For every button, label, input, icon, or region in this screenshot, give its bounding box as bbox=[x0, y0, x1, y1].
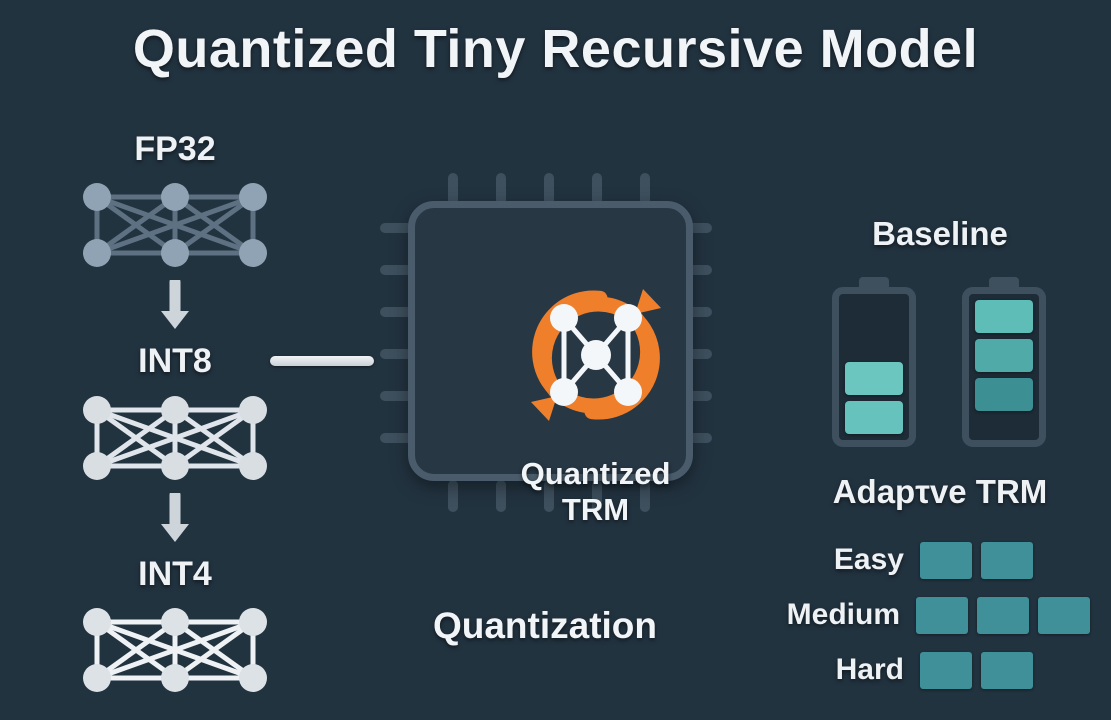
difficulty-label-medium: Medium bbox=[786, 598, 900, 631]
network-graph-int8 bbox=[75, 388, 275, 488]
chip-module: Quantized TRM bbox=[370, 165, 720, 555]
chip-pin-right bbox=[680, 391, 712, 401]
battery-cap bbox=[989, 277, 1019, 289]
chip-pin-left bbox=[380, 307, 412, 317]
baseline-battery bbox=[832, 277, 916, 447]
chip-body: Quantized TRM bbox=[408, 201, 693, 527]
difficulty-row-hard: Hard bbox=[760, 650, 1090, 690]
neural-network-icon bbox=[83, 183, 267, 267]
down-arrow-icon-int8-int4 bbox=[60, 493, 290, 545]
chip-pin-left bbox=[380, 433, 412, 443]
chip-pin-top bbox=[640, 173, 650, 205]
battery-cap bbox=[859, 277, 889, 289]
neural-network-icon bbox=[83, 396, 267, 480]
chip-pin-bottom bbox=[592, 480, 602, 512]
battery-cell bbox=[975, 378, 1033, 411]
baseline-label: Baseline bbox=[872, 215, 1008, 252]
difficulty-blocks-easy bbox=[920, 541, 1033, 579]
battery-cell bbox=[845, 401, 903, 434]
network-graph-int4 bbox=[75, 600, 275, 700]
chip-pin-bottom bbox=[496, 480, 506, 512]
difficulty-label-easy: Easy bbox=[833, 543, 904, 576]
quantization-caption: Quantization bbox=[432, 605, 658, 646]
stage-label-int4: INT4 bbox=[138, 555, 212, 593]
network-graph-fp32 bbox=[75, 175, 275, 275]
difficulty-row-medium: Medium bbox=[760, 595, 1090, 635]
stage-label-fp32: FP32 bbox=[134, 130, 216, 168]
adaptive-trm-label: Adapτve TRM bbox=[832, 473, 1048, 510]
chip-pin-top bbox=[544, 173, 554, 205]
recursion-cycle-icon bbox=[511, 270, 681, 440]
chip-caption: Quantized TRM bbox=[453, 456, 738, 528]
chip-caption-line1: Quantized bbox=[520, 456, 671, 491]
battery-cell bbox=[845, 362, 903, 395]
chip-pin-left bbox=[380, 391, 412, 401]
difficulty-block bbox=[977, 596, 1029, 634]
difficulty-block bbox=[981, 651, 1033, 689]
chip-pin-left bbox=[380, 223, 412, 233]
chip-pin-right bbox=[680, 223, 712, 233]
difficulty-block bbox=[920, 651, 972, 689]
neural-network-icon bbox=[83, 608, 267, 692]
chip-pin-bottom bbox=[544, 480, 554, 512]
chip-pin-top bbox=[448, 173, 458, 205]
difficulty-blocks-medium bbox=[916, 596, 1090, 634]
battery-comparison: Baseline Adapτve TRM bbox=[790, 215, 1090, 515]
pipeline-to-chip-connector bbox=[270, 356, 374, 366]
difficulty-block bbox=[1038, 596, 1090, 634]
difficulty-label-hard: Hard bbox=[835, 653, 904, 686]
page-title: Quantized Tiny Recursive Model bbox=[132, 19, 979, 79]
chip-pin-top bbox=[496, 173, 506, 205]
difficulty-block bbox=[920, 541, 972, 579]
chip-pin-right bbox=[680, 307, 712, 317]
difficulty-block bbox=[981, 541, 1033, 579]
difficulty-block bbox=[916, 596, 968, 634]
chip-pin-left bbox=[380, 265, 412, 275]
chip-pin-left bbox=[380, 349, 412, 359]
chip-pin-bottom bbox=[448, 480, 458, 512]
difficulty-row-easy: Easy bbox=[760, 540, 1090, 580]
difficulty-blocks-hard bbox=[920, 651, 1033, 689]
adaptive-battery bbox=[962, 277, 1046, 447]
chip-pin-bottom bbox=[640, 480, 650, 512]
battery-body bbox=[832, 287, 916, 447]
chip-pin-right bbox=[680, 433, 712, 443]
chip-pin-right bbox=[680, 349, 712, 359]
quantization-pipeline: FP32 INT8 bbox=[60, 120, 290, 700]
difficulty-breakdown: Easy Medium Hard bbox=[760, 540, 1090, 705]
chip-pin-right bbox=[680, 265, 712, 275]
chip-pin-top bbox=[592, 173, 602, 205]
battery-cell bbox=[975, 300, 1033, 333]
down-arrow-icon-fp32-int8 bbox=[60, 280, 290, 332]
stage-label-int8: INT8 bbox=[138, 342, 212, 380]
battery-cell bbox=[975, 339, 1033, 372]
battery-body bbox=[962, 287, 1046, 447]
chip-caption-line2: TRM bbox=[561, 491, 630, 527]
